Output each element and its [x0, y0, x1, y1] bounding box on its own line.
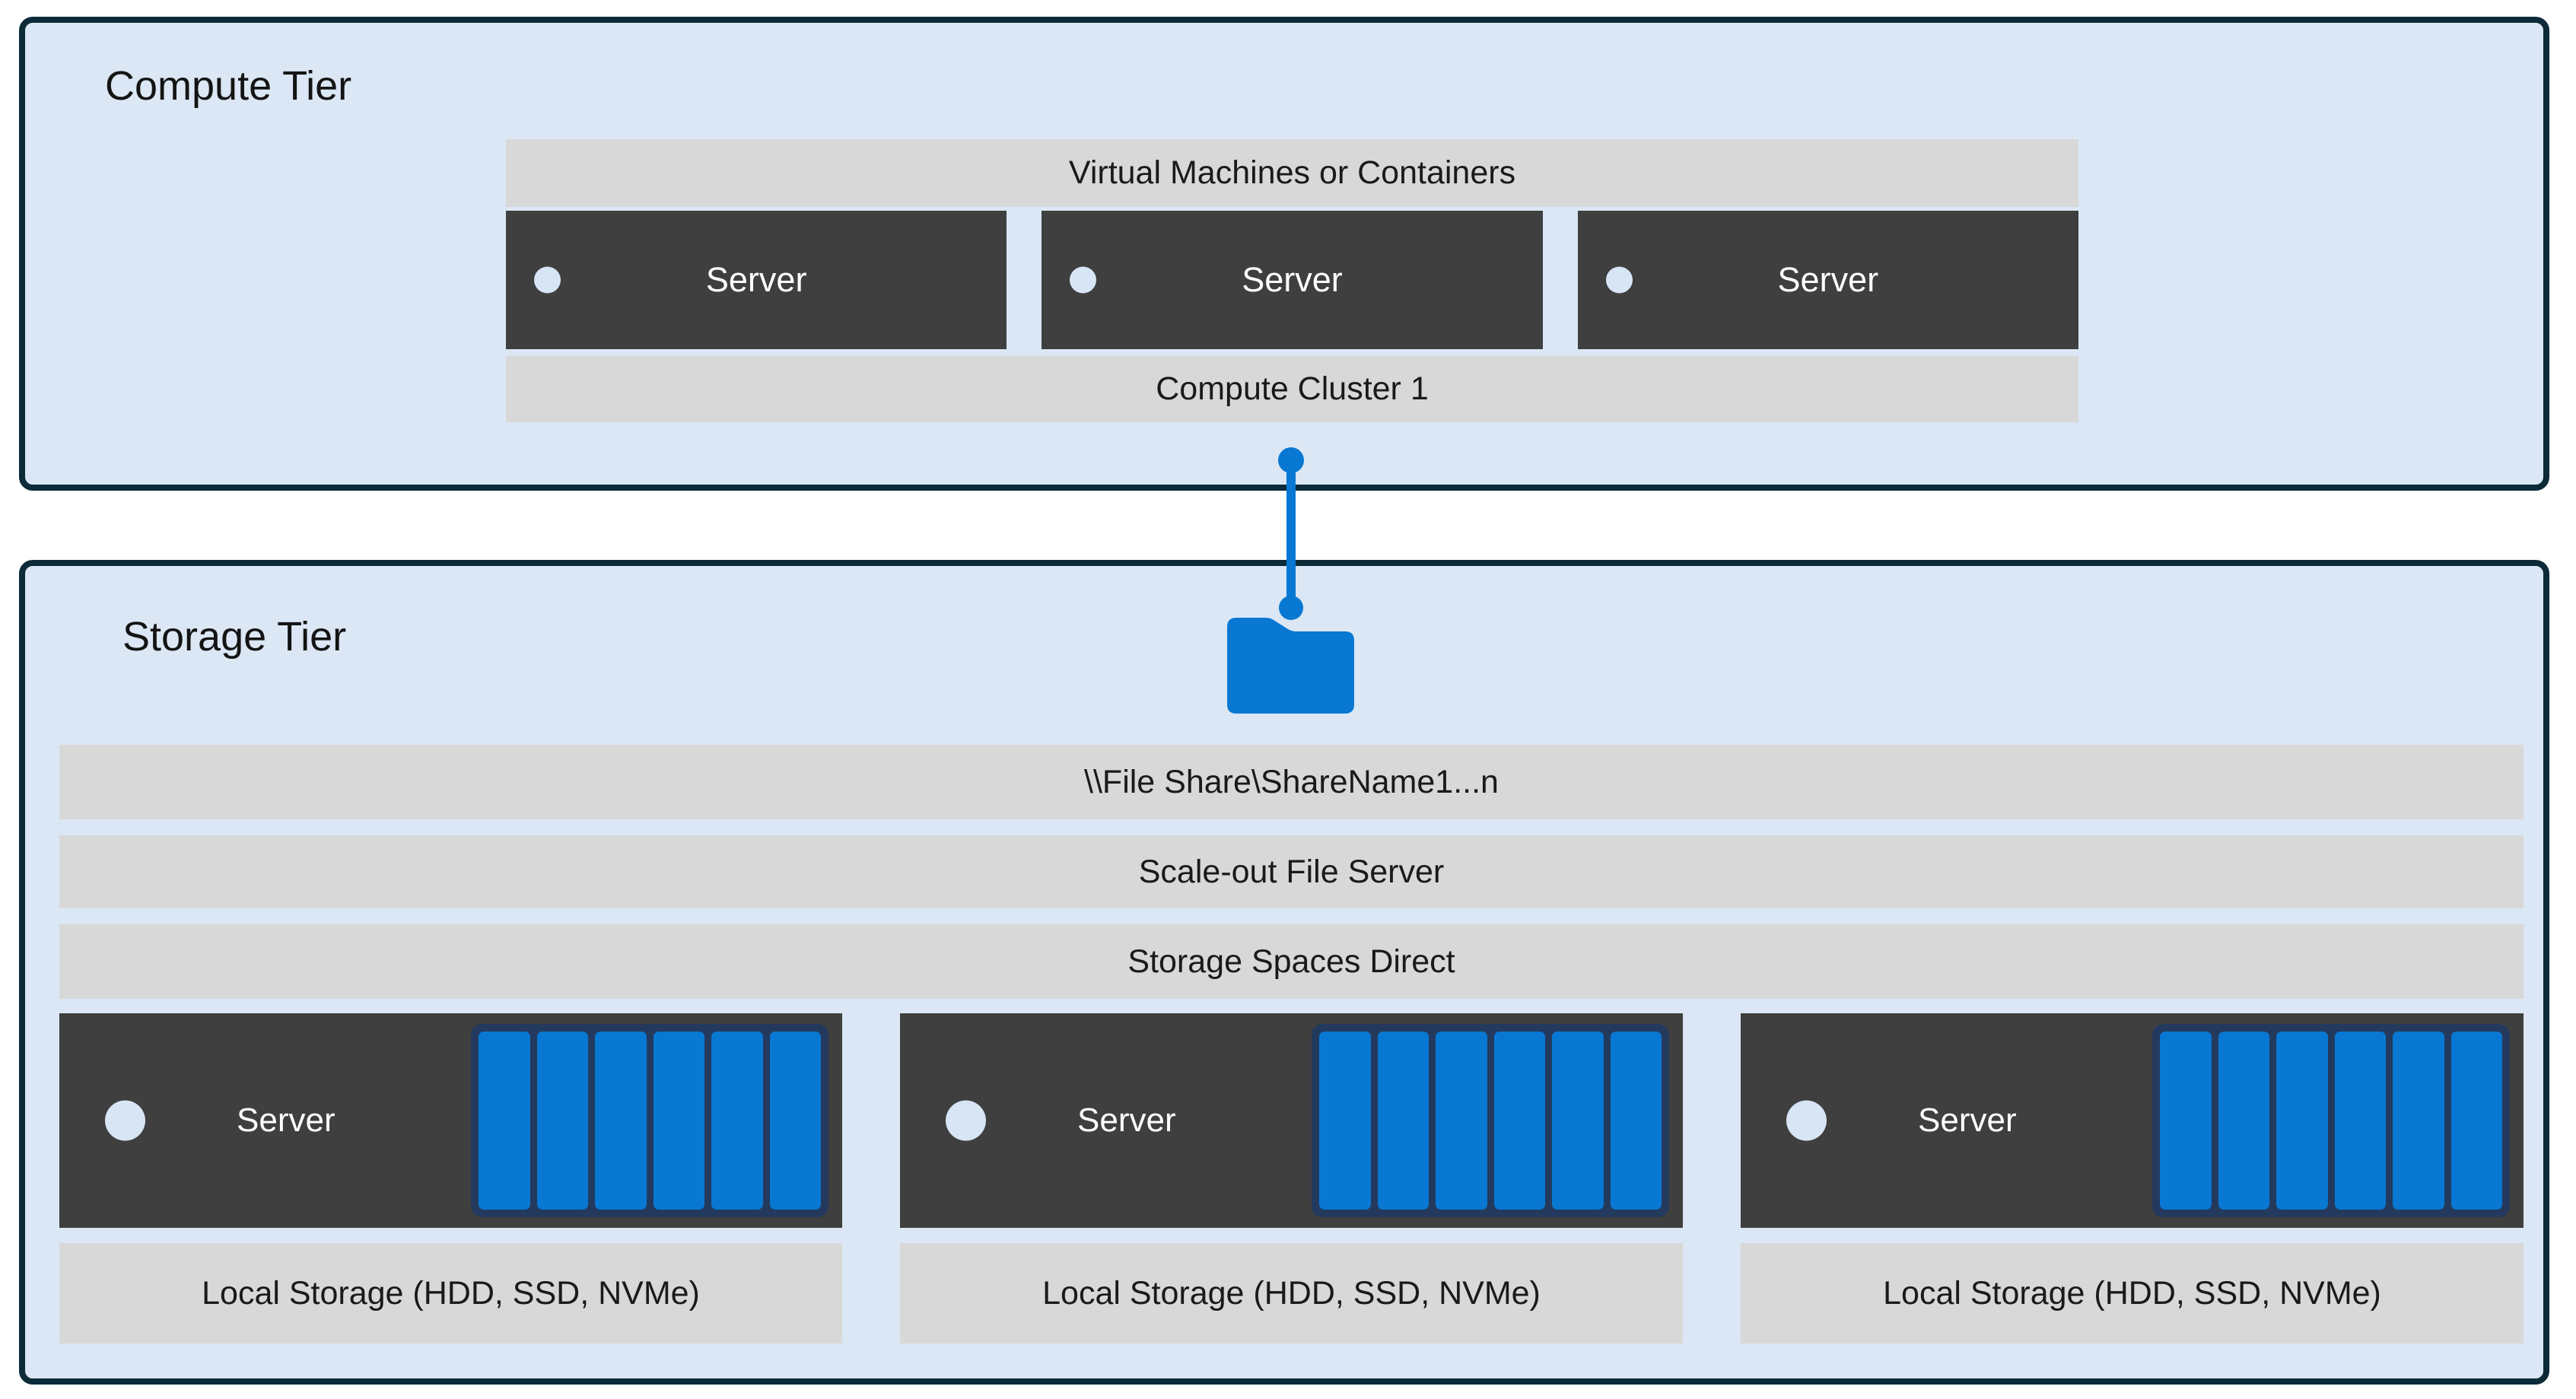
file-share-bar: \\File Share\ShareName1...n	[59, 745, 2524, 819]
server-led-icon	[105, 1100, 145, 1141]
disk-icon	[653, 1032, 704, 1210]
disk-icon	[711, 1032, 763, 1210]
disk-icon	[2393, 1032, 2444, 1210]
compute-tier-box: Compute Tier Virtual Machines or Contain…	[19, 17, 2549, 491]
disk-stack-icon	[1312, 1024, 1669, 1217]
disk-icon	[595, 1032, 647, 1210]
compute-server-1: Server	[506, 211, 1007, 349]
vm-containers-label: Virtual Machines or Containers	[1068, 154, 1516, 191]
compute-server-row: Server Server Server	[506, 211, 2078, 349]
storage-spaces-direct-bar: Storage Spaces Direct	[59, 924, 2524, 999]
storage-server-3: Server	[1741, 1013, 2524, 1228]
local-storage-label: Local Storage (HDD, SSD, NVMe)	[1042, 1274, 1541, 1312]
disk-icon	[2450, 1032, 2502, 1210]
disk-stack-icon	[2152, 1024, 2510, 1217]
server-led-icon	[1786, 1100, 1827, 1141]
disk-icon	[1610, 1032, 1662, 1210]
local-storage-label: Local Storage (HDD, SSD, NVMe)	[202, 1274, 700, 1312]
compute-server-2: Server	[1042, 211, 1543, 349]
local-storage-label: Local Storage (HDD, SSD, NVMe)	[1883, 1274, 2381, 1312]
server-label: Server	[1777, 260, 1879, 299]
disk-icon	[1493, 1032, 1545, 1210]
disk-icon	[1377, 1032, 1429, 1210]
disk-icon	[1436, 1032, 1487, 1210]
connector-dot-bottom	[1279, 596, 1303, 620]
local-storage-bar-1: Local Storage (HDD, SSD, NVMe)	[59, 1243, 842, 1343]
disk-icon	[1552, 1032, 1604, 1210]
server-label: Server	[705, 260, 807, 299]
compute-tier-title: Compute Tier	[105, 63, 352, 109]
server-label: Server	[1242, 260, 1343, 299]
server-led-icon	[1605, 266, 1633, 294]
disk-icon	[2334, 1032, 2386, 1210]
disk-icon	[479, 1032, 530, 1210]
compute-server-3: Server	[1577, 211, 2078, 349]
server-label: Server	[1077, 1102, 1176, 1139]
server-led-icon	[1070, 266, 1097, 294]
vm-containers-bar: Virtual Machines or Containers	[506, 139, 2078, 207]
server-led-icon	[534, 266, 561, 294]
server-label: Server	[237, 1102, 336, 1139]
disk-icon	[536, 1032, 588, 1210]
storage-server-1: Server	[59, 1013, 842, 1228]
server-led-icon	[946, 1100, 986, 1141]
disk-icon	[2218, 1032, 2269, 1210]
storage-spaces-direct-label: Storage Spaces Direct	[1127, 943, 1455, 980]
scale-out-file-server-label: Scale-out File Server	[1138, 853, 1445, 890]
storage-server-row: Server Server	[59, 1013, 2524, 1228]
scale-out-file-server-bar: Scale-out File Server	[59, 835, 2524, 908]
connector-line	[1286, 460, 1296, 608]
compute-cluster-bar: Compute Cluster 1	[506, 356, 2078, 422]
local-storage-row: Local Storage (HDD, SSD, NVMe) Local Sto…	[59, 1243, 2524, 1343]
local-storage-bar-2: Local Storage (HDD, SSD, NVMe)	[900, 1243, 1683, 1343]
storage-tier-title: Storage Tier	[122, 614, 347, 660]
compute-cluster-group: Virtual Machines or Containers Server Se…	[506, 139, 2078, 422]
storage-group: \\File Share\ShareName1...n Scale-out Fi…	[59, 745, 2524, 1343]
storage-server-2: Server	[900, 1013, 1683, 1228]
disk-stack-icon	[471, 1024, 828, 1217]
disk-icon	[2276, 1032, 2328, 1210]
disk-icon	[769, 1032, 821, 1210]
disk-icon	[2160, 1032, 2212, 1210]
file-share-label: \\File Share\ShareName1...n	[1084, 763, 1499, 800]
folder-icon	[1227, 618, 1354, 714]
connector-dot-top	[1278, 447, 1304, 473]
compute-cluster-label: Compute Cluster 1	[1156, 370, 1429, 407]
disk-icon	[1319, 1032, 1371, 1210]
server-label: Server	[1918, 1102, 2017, 1139]
local-storage-bar-3: Local Storage (HDD, SSD, NVMe)	[1741, 1243, 2524, 1343]
